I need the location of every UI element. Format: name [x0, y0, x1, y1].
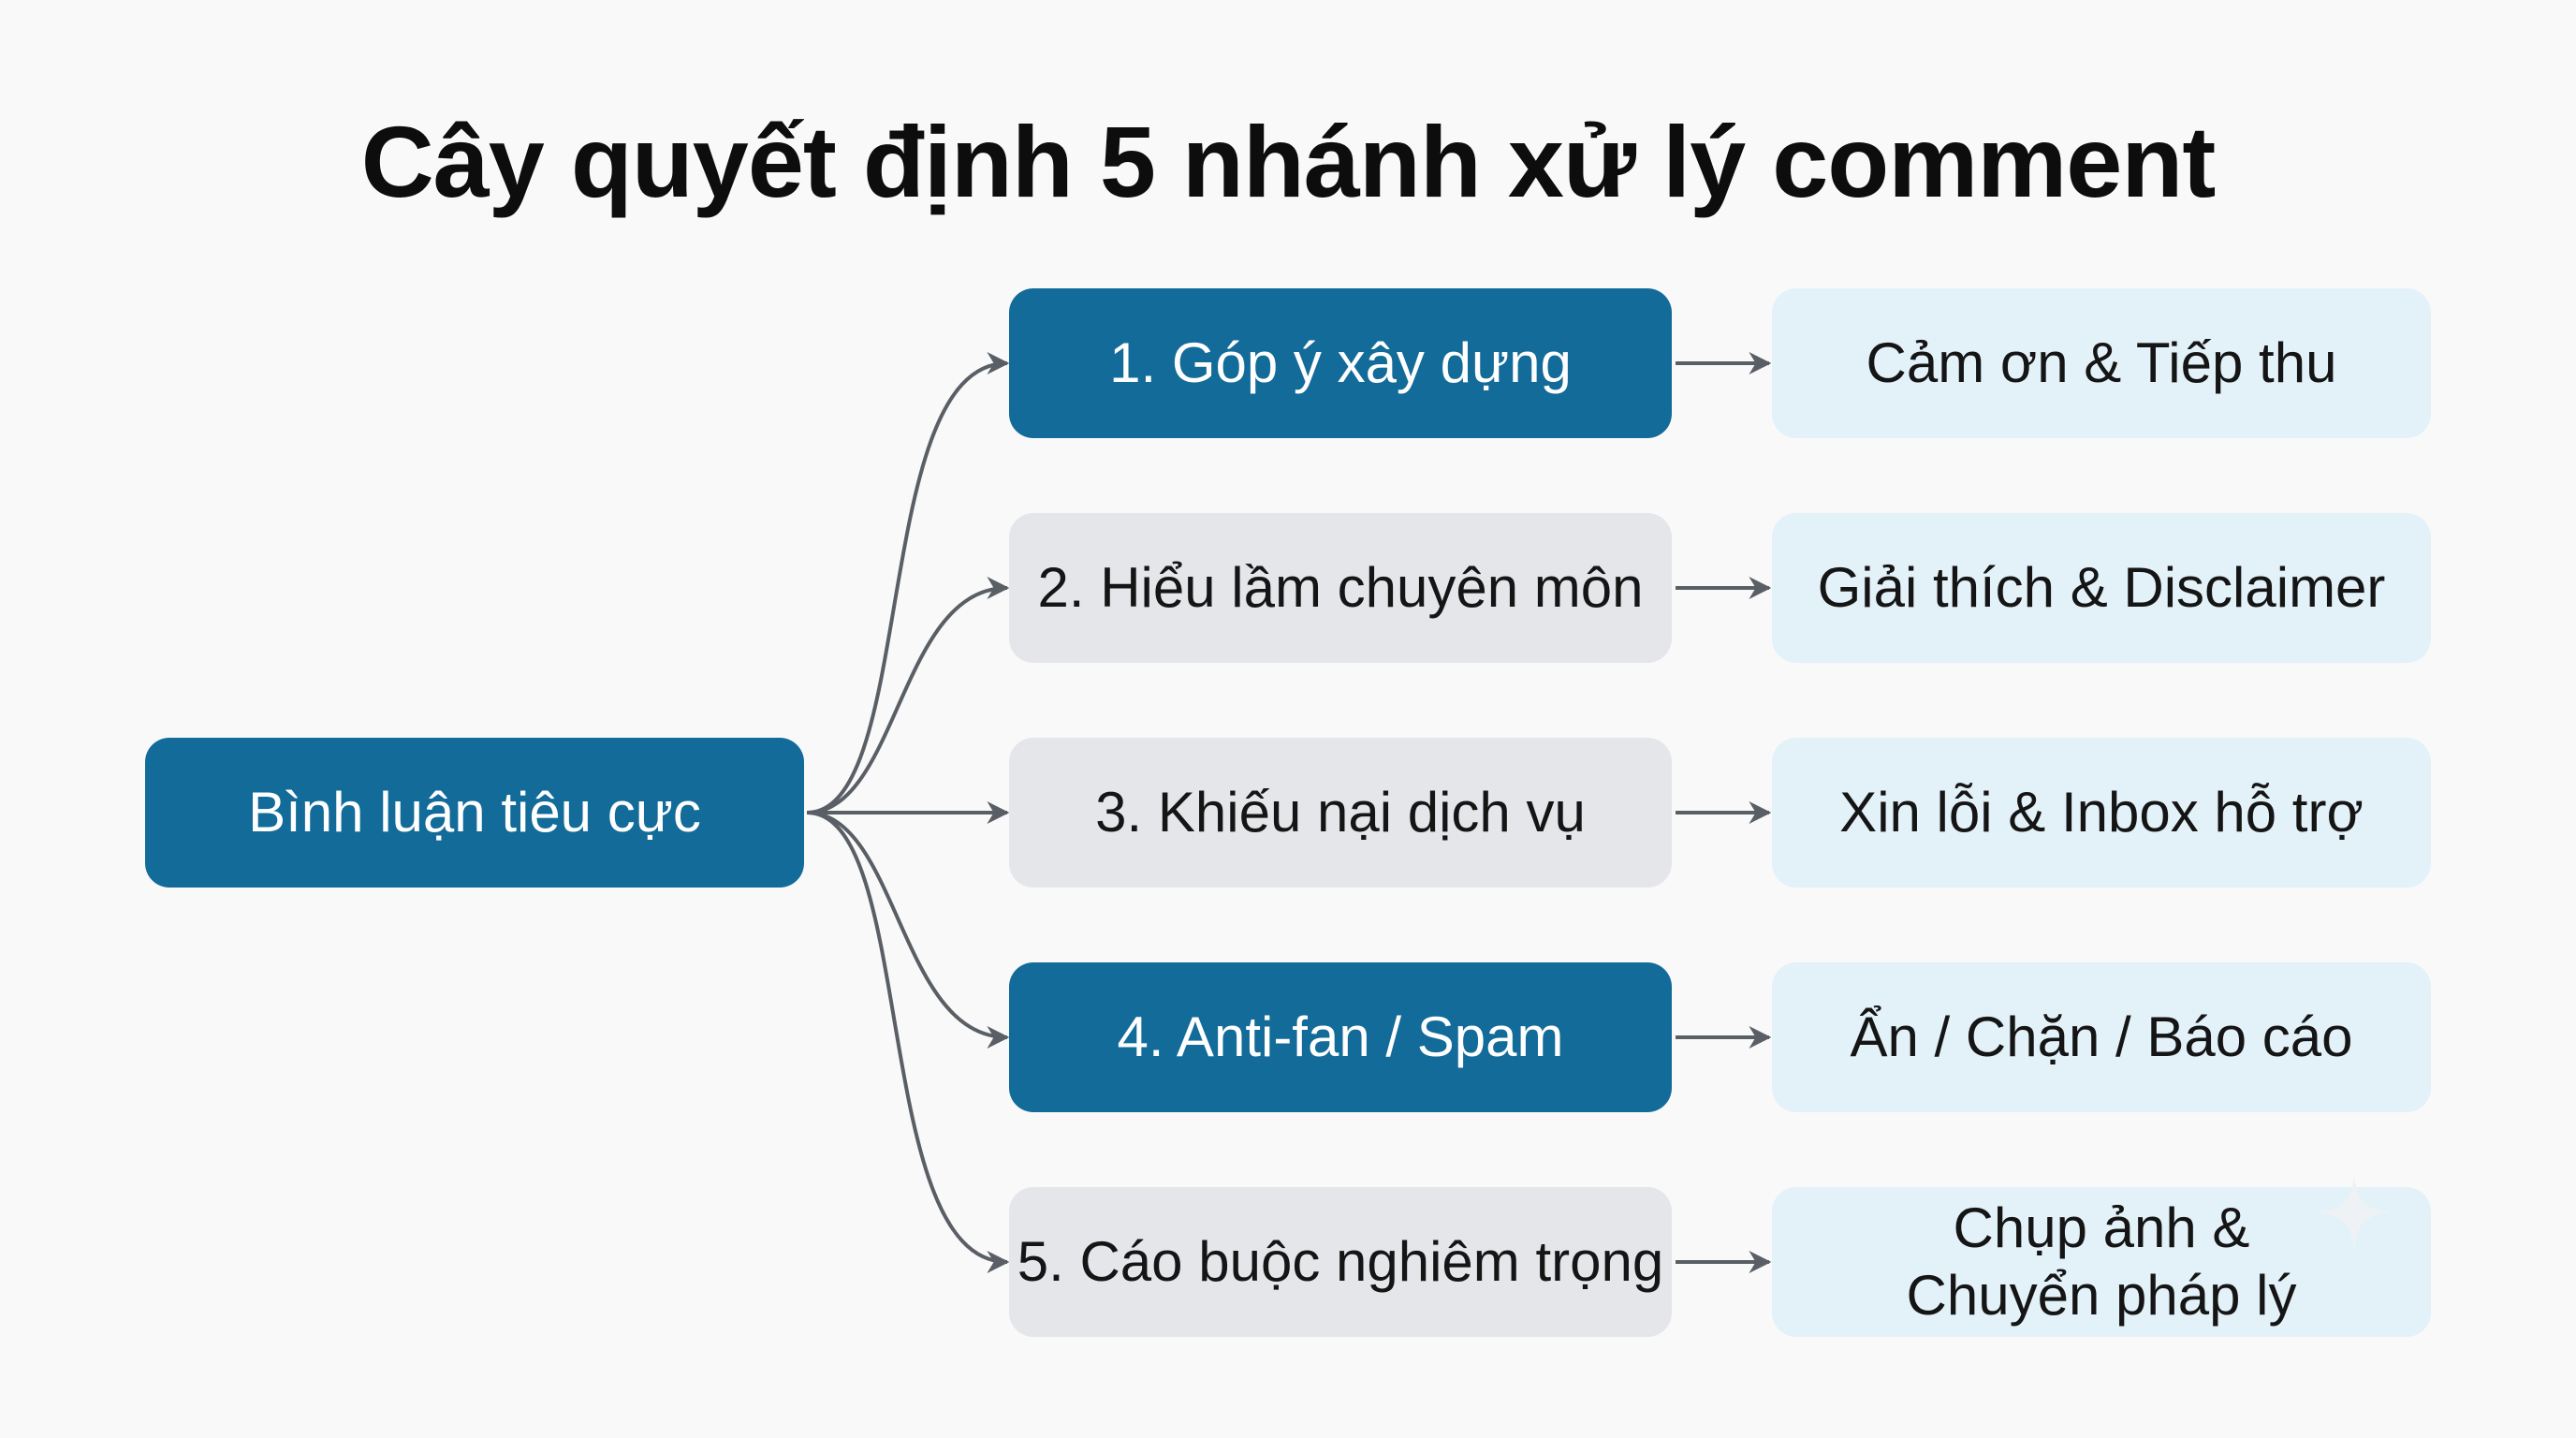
action-node-3: Xin lỗi & Inbox hỗ trợ — [1772, 738, 2431, 888]
connector-root-branch-1 — [806, 352, 1010, 814]
branch-node-4: 4. Anti-fan / Spam — [1009, 962, 1672, 1112]
root-node: Bình luận tiêu cực — [145, 738, 804, 888]
action-node-2: Giải thích & Disclaimer — [1772, 513, 2431, 663]
connector-root-branch-4 — [806, 811, 1010, 1049]
action-node-4: Ẩn / Chặn / Báo cáo — [1772, 962, 2431, 1112]
action-node-5: Chụp ảnh & Chuyển pháp lý — [1772, 1187, 2431, 1337]
connector-root-branch-2 — [806, 577, 1010, 814]
sparkle-icon — [2316, 1174, 2393, 1251]
diagram-title: Cây quyết định 5 nhánh xử lý comment — [360, 105, 2217, 218]
branch-node-5: 5. Cáo buộc nghiêm trọng — [1009, 1187, 1672, 1337]
connector-root-branch-5 — [806, 811, 1010, 1273]
branch-node-3: 3. Khiếu nại dịch vụ — [1009, 738, 1672, 888]
branch-node-1: 1. Góp ý xây dựng — [1009, 288, 1672, 438]
action-node-1: Cảm ơn & Tiếp thu — [1772, 288, 2431, 438]
branch-node-2: 2. Hiểu lầm chuyên môn — [1009, 513, 1672, 663]
